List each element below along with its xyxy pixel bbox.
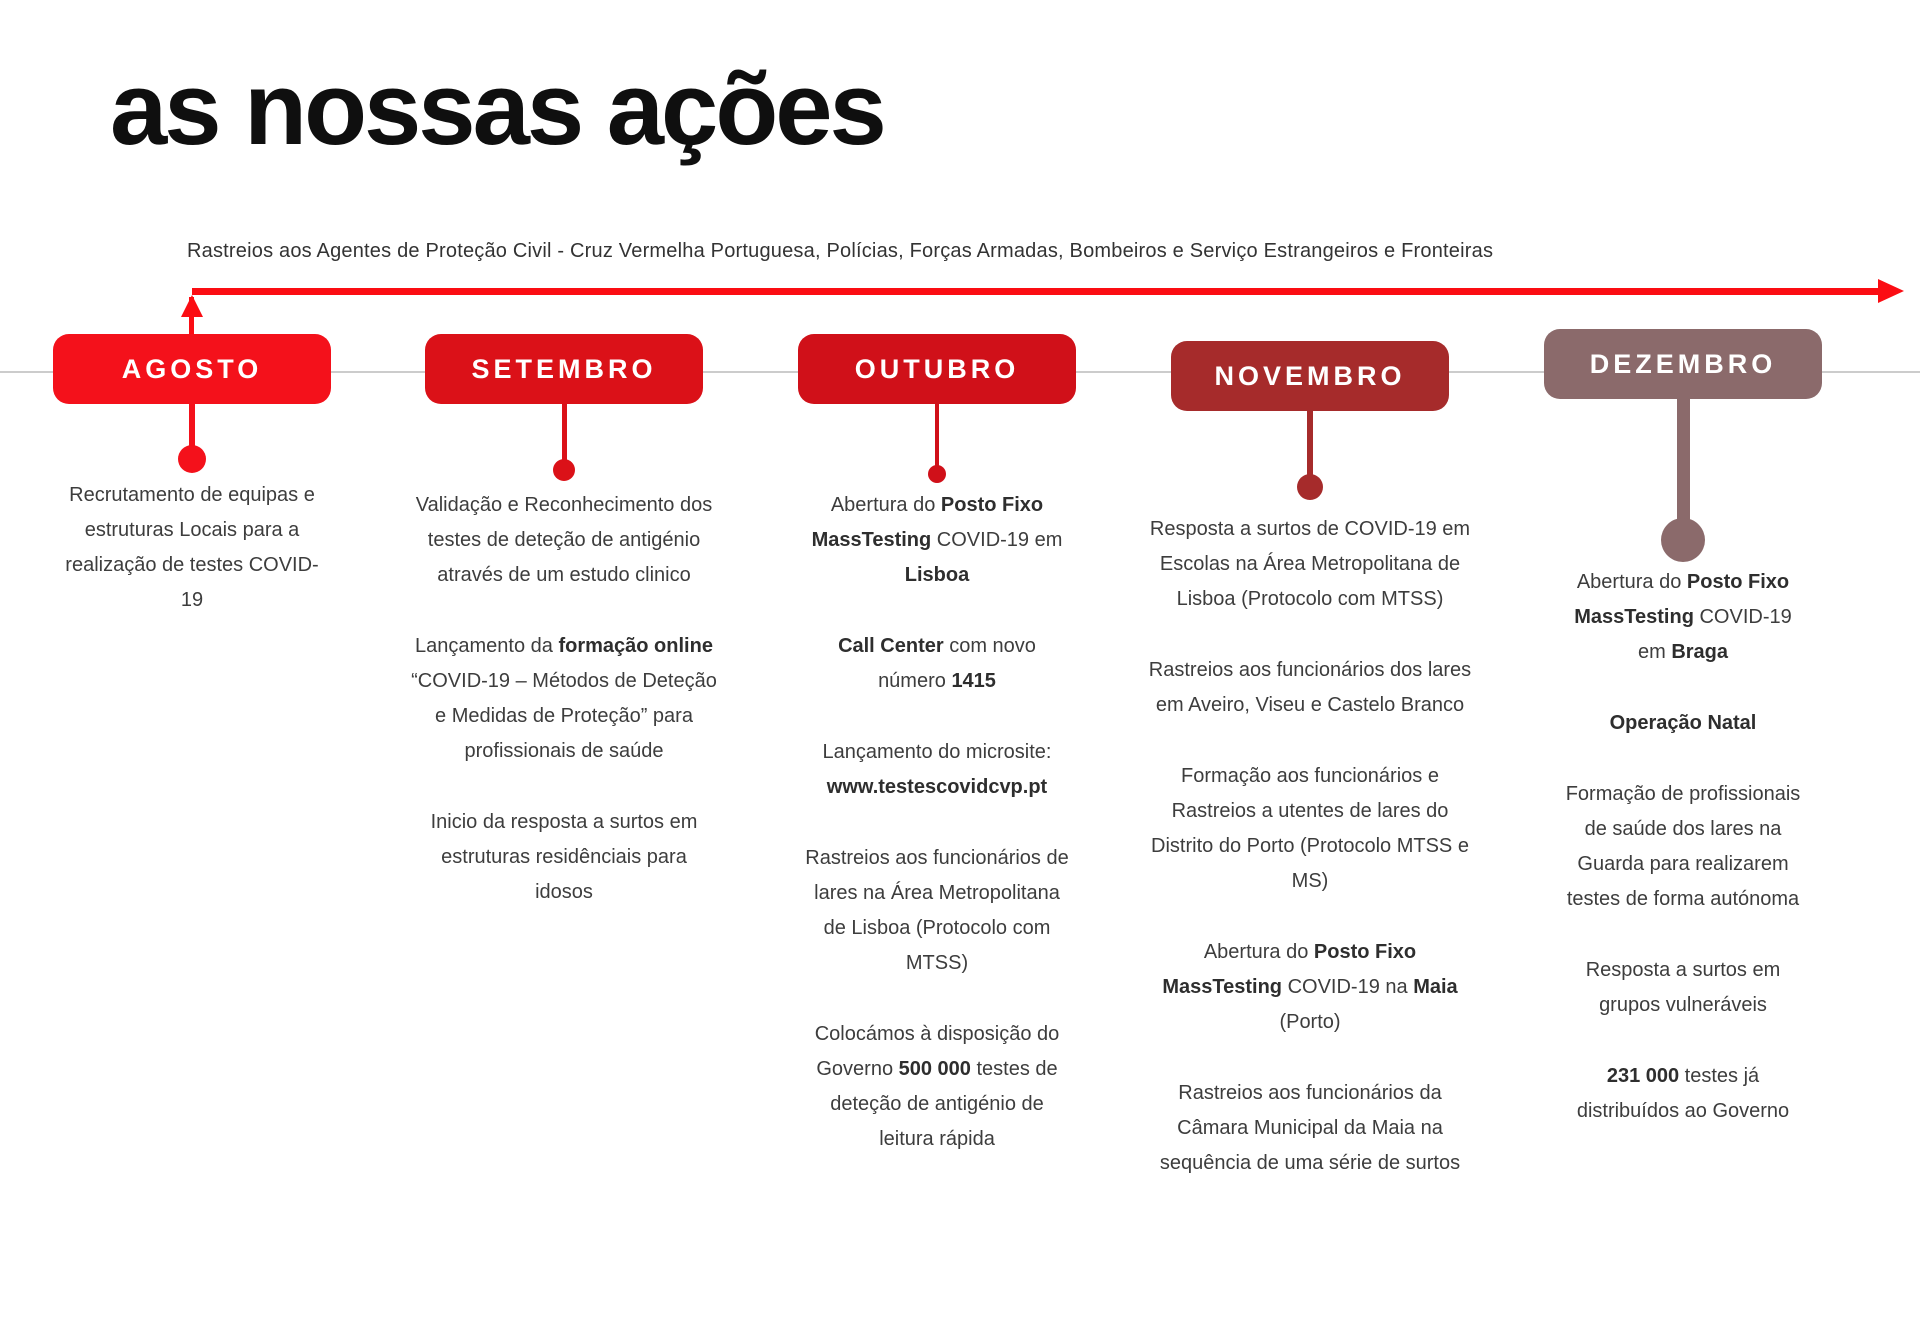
timeline-item: Operação Natal: [1562, 706, 1804, 741]
event-text: testes de deteção de antigénio de leitur…: [830, 1058, 1058, 1150]
event-text-bold: Braga: [1671, 641, 1729, 663]
month-stem-dezembro: [1676, 399, 1690, 520]
month-label-outubro: OUTUBRO: [854, 353, 1020, 384]
month-dot-agosto: [178, 445, 206, 473]
timeline-arrow-line: [192, 288, 1880, 295]
month-dot-dezembro: [1661, 518, 1705, 562]
timeline-item: Formação aos funcionários e Rastreios a …: [1144, 759, 1476, 899]
event-text: Resposta a surtos em grupos vulneráveis: [1585, 959, 1781, 1016]
event-text: Abertura do: [1203, 941, 1314, 963]
month-label-agosto: AGOSTO: [121, 353, 263, 384]
event-text: Validação e Reconhecimento dos testes de…: [415, 494, 713, 586]
month-stem-outubro: [935, 404, 939, 467]
timeline-item: Abertura do Posto Fixo MassTesting COVID…: [804, 488, 1070, 593]
event-text: “COVID-19 – Métodos de Deteção e Medidas…: [411, 670, 717, 762]
month-events-dezembro: Abertura do Posto Fixo MassTesting COVID…: [1562, 565, 1804, 1129]
timeline-item: Abertura do Posto Fixo MassTesting COVID…: [1144, 935, 1476, 1040]
banner-text: Rastreios aos Agentes de Proteção Civil …: [187, 240, 1494, 262]
month-dot-setembro: [553, 459, 575, 481]
timeline-item: Rastreios aos funcionários dos lares em …: [1144, 653, 1476, 723]
month-stem-agosto: [189, 404, 195, 448]
timeline-item: Rastreios aos funcionários de lares na Á…: [804, 841, 1070, 981]
event-text-bold: www.testescovidcvp.pt: [826, 776, 1048, 798]
event-text-bold: formação online: [558, 635, 713, 657]
event-text-bold: 231 000: [1606, 1065, 1680, 1087]
event-text: Formação de profissionais de saúde dos l…: [1565, 783, 1801, 910]
timeline-item: 231 000 testes já distribuídos ao Govern…: [1562, 1059, 1804, 1129]
event-text-bold: Maia: [1413, 976, 1458, 998]
event-text-bold: Call Center: [838, 635, 944, 657]
month-badge-dezembro: DEZEMBRO: [1544, 329, 1822, 399]
event-text: Rastreios aos funcionários de lares na Á…: [805, 847, 1069, 974]
timeline-item: Formação de profissionais de saúde dos l…: [1562, 777, 1804, 917]
event-text: testes já distribuídos ao Governo: [1576, 1065, 1790, 1122]
month-events-agosto: Recrutamento de equipas e estruturas Loc…: [56, 478, 328, 618]
month-dot-outubro: [928, 465, 946, 483]
month-stem-setembro: [561, 404, 567, 461]
timeline-item: Resposta a surtos em grupos vulneráveis: [1562, 953, 1804, 1023]
event-text: COVID-19 em: [1637, 606, 1792, 663]
month-dot-novembro: [1297, 474, 1323, 500]
month-stem-novembro: [1307, 411, 1313, 476]
event-text-bold: 500 000: [898, 1058, 971, 1080]
month-label-dezembro: DEZEMBRO: [1589, 348, 1777, 379]
timeline-item: Rastreios aos funcionários da Câmara Mun…: [1144, 1076, 1476, 1181]
timeline-item: Abertura do Posto Fixo MassTesting COVID…: [1562, 565, 1804, 670]
event-text: Resposta a surtos de COVID-19 em Escolas…: [1149, 518, 1471, 610]
event-text: Abertura do: [830, 494, 941, 516]
month-label-novembro: NOVEMBRO: [1214, 360, 1406, 391]
event-text: Rastreios aos funcionários dos lares em …: [1148, 659, 1472, 716]
timeline-item: Lançamento do microsite: www.testescovid…: [804, 735, 1070, 805]
month-events-novembro: Resposta a surtos de COVID-19 em Escolas…: [1144, 512, 1476, 1181]
month-events-setembro: Validação e Reconhecimento dos testes de…: [410, 488, 718, 910]
event-text: Lançamento da: [415, 635, 559, 657]
timeline-item: Lançamento da formação online “COVID-19 …: [410, 629, 718, 769]
event-text: COVID-19 na: [1282, 976, 1414, 998]
event-text: Rastreios aos funcionários da Câmara Mun…: [1159, 1082, 1461, 1174]
event-text-bold: Posto Fixo MassTesting: [1574, 571, 1790, 628]
event-text: (Porto): [1279, 1011, 1341, 1033]
month-badge-setembro: SETEMBRO: [425, 334, 703, 404]
event-text: Abertura do: [1576, 571, 1687, 593]
event-text: Formação aos funcionários e Rastreios a …: [1151, 765, 1469, 892]
month-badge-agosto: AGOSTO: [53, 334, 331, 404]
event-text-bold: Posto Fixo MassTesting: [1162, 941, 1417, 998]
event-text: Lançamento do microsite:: [822, 741, 1052, 763]
event-text: com novo número: [878, 635, 1036, 692]
timeline-item: Call Center com novo número 1415: [804, 629, 1070, 699]
event-text-bold: Operação Natal: [1609, 712, 1757, 734]
event-text-bold: Lisboa: [904, 564, 970, 586]
event-text: COVID-19 em: [931, 529, 1063, 551]
arrow-up-icon: [181, 295, 203, 317]
timeline-item: Recrutamento de equipas e estruturas Loc…: [56, 478, 328, 618]
timeline-item: Colocámos à disposição do Governo 500 00…: [804, 1017, 1070, 1157]
timeline-item: Resposta a surtos de COVID-19 em Escolas…: [1144, 512, 1476, 617]
event-text-bold: Posto Fixo MassTesting: [811, 494, 1044, 551]
month-events-outubro: Abertura do Posto Fixo MassTesting COVID…: [804, 488, 1070, 1157]
month-badge-outubro: OUTUBRO: [798, 334, 1076, 404]
month-label-setembro: SETEMBRO: [471, 353, 657, 384]
timeline-item: Inicio da resposta a surtos em estrutura…: [410, 805, 718, 910]
event-text: Colocámos à disposição do Governo: [814, 1023, 1060, 1080]
timeline-item: Validação e Reconhecimento dos testes de…: [410, 488, 718, 593]
arrow-right-icon: [1878, 279, 1904, 303]
event-text: Recrutamento de equipas e estruturas Loc…: [65, 484, 319, 611]
event-text: Inicio da resposta a surtos em estrutura…: [430, 811, 698, 903]
page-title: as nossas ações: [110, 51, 887, 166]
event-text-bold: 1415: [951, 670, 996, 692]
month-badge-novembro: NOVEMBRO: [1171, 341, 1449, 411]
